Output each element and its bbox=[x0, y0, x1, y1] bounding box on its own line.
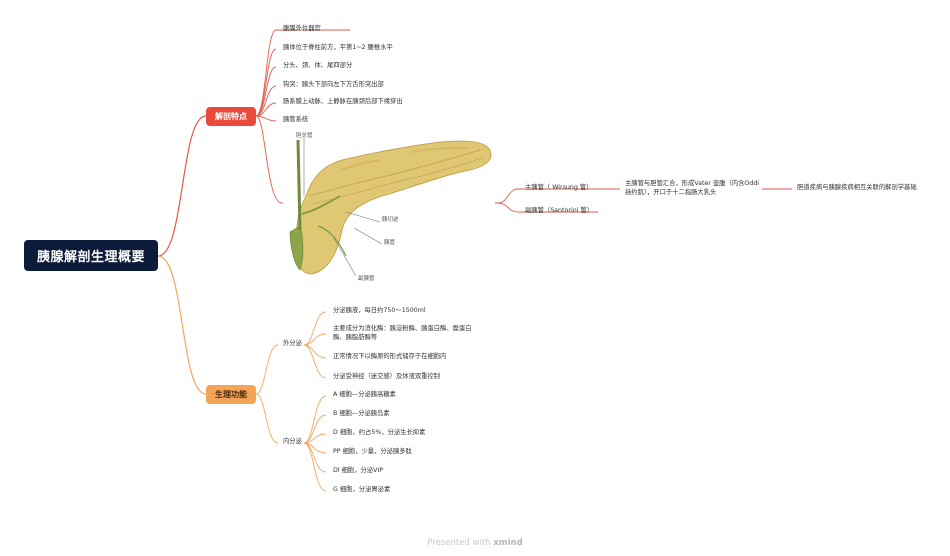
figure-label-incisure: 胰切迹 bbox=[382, 217, 399, 223]
endocrine-item[interactable]: PP 细胞，少量，分泌胰多肽 bbox=[333, 448, 412, 455]
exocrine-item[interactable]: 主要成分为消化酶：胰淀粉酶、胰蛋白酶、糜蛋白酶、胰脂肪酶等 bbox=[333, 325, 472, 341]
pancreas-illustration bbox=[283, 130, 495, 278]
accessory-duct-node[interactable]: 副胰管（Santorini 管） bbox=[525, 207, 594, 214]
anatomy-topic[interactable]: 解剖特点 bbox=[206, 107, 256, 126]
anatomy-item[interactable]: 胰体位于脊柱前方，平第1~2 腰椎水平 bbox=[283, 44, 393, 51]
anatomy-item[interactable]: 胰管系统 bbox=[283, 116, 309, 123]
anatomy-item[interactable]: 分头、颈、体、尾四部分 bbox=[283, 62, 353, 69]
anatomy-item[interactable]: 肠系膜上动脉、上静脉在胰颈后部下缘穿出 bbox=[283, 98, 403, 105]
figure-label-bile-duct: 胆总管 bbox=[296, 133, 313, 139]
xmind-brand: xmind bbox=[493, 538, 523, 548]
endocrine-node[interactable]: 内分泌 bbox=[283, 438, 302, 445]
endocrine-item[interactable]: B 细胞—分泌胰岛素 bbox=[333, 410, 390, 417]
exocrine-item[interactable]: 分泌胰液，每日约750～1500ml bbox=[333, 307, 426, 314]
anatomy-item[interactable]: 钩突：胰头下部向左下方舌形突出部 bbox=[283, 81, 384, 88]
main-duct-node[interactable]: 主胰管（ Wirsung 管） bbox=[525, 184, 593, 191]
endocrine-item[interactable]: D 细胞，约占5%，分泌生长抑素 bbox=[333, 429, 426, 436]
main-duct-significance[interactable]: 胆道疾病与胰腺疾病相互关联的解剖学基础 bbox=[797, 184, 917, 191]
figure-label-accessory-duct: 副胰管 bbox=[358, 276, 375, 282]
exocrine-node[interactable]: 外分泌 bbox=[283, 340, 302, 347]
exocrine-item[interactable]: 正常情况下以酶原的形式储存于在细胞内 bbox=[333, 353, 447, 360]
exocrine-item[interactable]: 分泌受神经（迷交感）及体液双重控制 bbox=[333, 373, 441, 380]
endocrine-item[interactable]: G 细胞，分泌胃泌素 bbox=[333, 486, 391, 493]
anatomy-item[interactable]: 腹膜外位器官 bbox=[283, 25, 321, 32]
root-topic[interactable]: 胰腺解剖生理概要 bbox=[24, 240, 158, 271]
main-duct-detail[interactable]: 主胰管与胆管汇合，形成Vater 壶腹（内含Oddi 括约肌），开口于十二指肠大… bbox=[625, 180, 760, 196]
figure-label-pancreatic-duct: 胰管 bbox=[384, 240, 396, 246]
presented-with-footer: Presented with xmind bbox=[0, 538, 950, 548]
physiology-topic[interactable]: 生理功能 bbox=[206, 385, 256, 404]
endocrine-item[interactable]: Dl 细胞，分泌VIP bbox=[333, 467, 384, 474]
endocrine-item[interactable]: A 细胞—分泌胰高糖素 bbox=[333, 391, 396, 398]
footer-prefix: Presented with bbox=[427, 538, 494, 548]
